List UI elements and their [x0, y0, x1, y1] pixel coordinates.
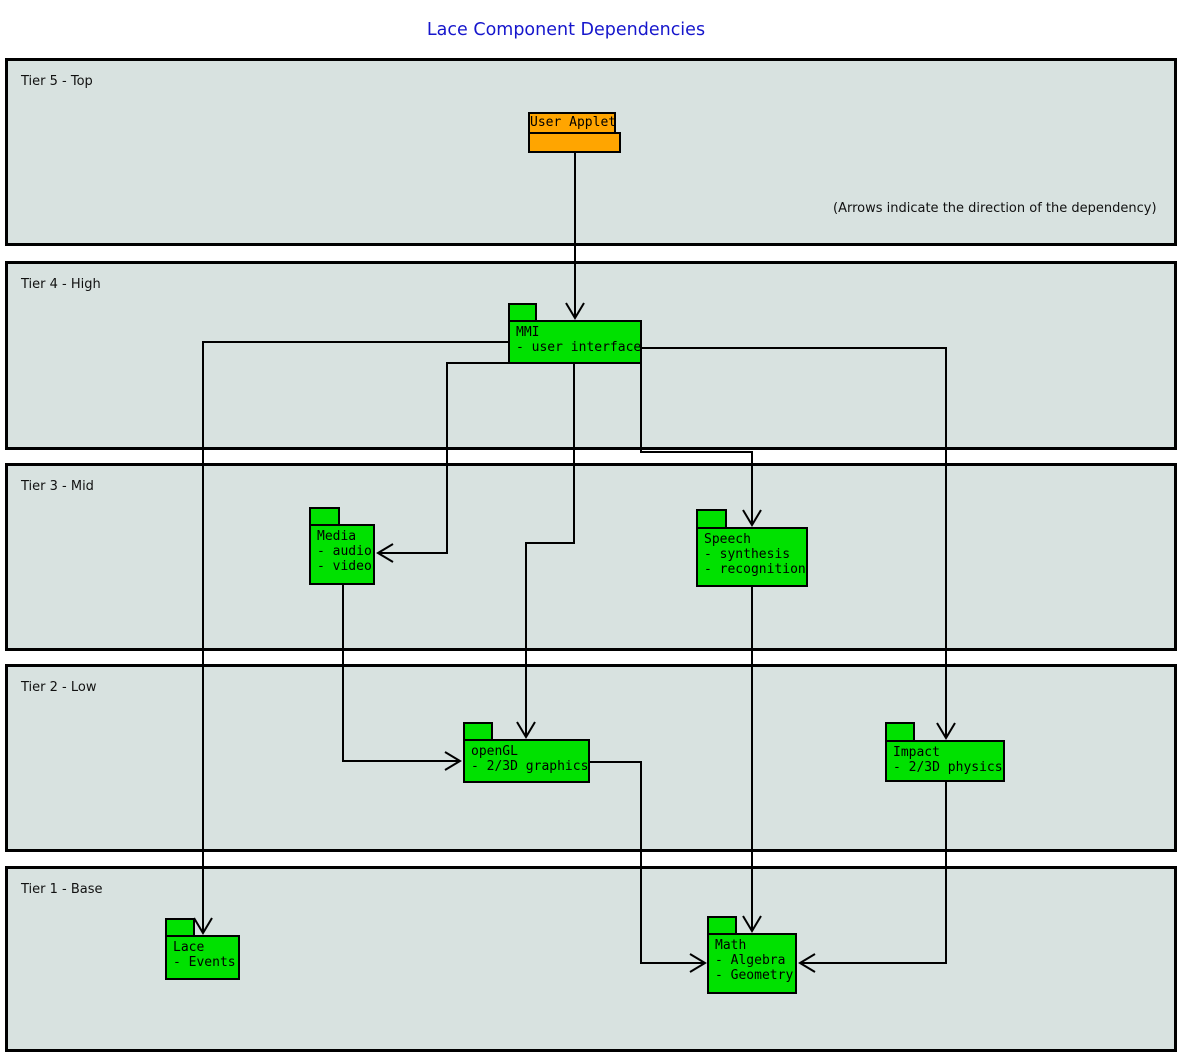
component-title: Media [317, 529, 357, 544]
component-media-tab [309, 507, 340, 524]
component-detail: - Algebra [715, 953, 786, 968]
annotation-note: (Arrows indicate the direction of the de… [833, 201, 1157, 216]
component-math-tab [707, 916, 737, 933]
component-title: Math [715, 938, 747, 953]
tier-label: Tier 1 - Base [21, 882, 103, 897]
component-title: MMI [516, 325, 540, 340]
tier-band-3-mid: Tier 3 - Mid [5, 463, 1177, 651]
component-math: Math - Algebra - Geometry [707, 933, 797, 994]
component-detail: - 2/3D graphics [471, 759, 589, 774]
component-detail: - user interface [516, 340, 642, 355]
component-opengl: openGL - 2/3D graphics [463, 739, 590, 783]
tier-label: Tier 4 - High [21, 277, 101, 292]
component-media: Media - audio - video [309, 524, 375, 585]
component-lace: Lace - Events [165, 935, 240, 980]
component-title: Speech [704, 532, 751, 547]
component-title: Impact [893, 745, 940, 760]
component-detail: - 2/3D physics [893, 760, 1003, 775]
component-title: Lace [173, 940, 205, 955]
component-detail: - Events [173, 955, 236, 970]
component-opengl-tab [463, 722, 493, 739]
component-lace-tab [165, 918, 195, 935]
component-mmi-tab [508, 303, 537, 320]
component-detail: - Geometry [715, 968, 794, 983]
component-detail: - audio [317, 544, 372, 559]
tier-label: Tier 5 - Top [21, 74, 93, 89]
component-user-applet-body [528, 132, 621, 153]
component-detail: - synthesis [704, 547, 791, 562]
component-speech-tab [696, 509, 727, 527]
component-mmi: MMI - user interface [508, 320, 642, 364]
component-detail: - recognition [704, 562, 806, 577]
component-detail: - video [317, 559, 372, 574]
component-impact: Impact - 2/3D physics [885, 740, 1005, 782]
diagram-title: Lace Component Dependencies [426, 20, 706, 40]
component-speech: Speech - synthesis - recognition [696, 527, 808, 587]
component-title: openGL [471, 744, 518, 759]
tier-band-4-high: Tier 4 - High [5, 261, 1177, 450]
component-user-applet: User Applet [528, 112, 616, 132]
tier-label: Tier 2 - Low [21, 680, 97, 695]
component-impact-tab [885, 722, 915, 740]
tier-label: Tier 3 - Mid [21, 479, 94, 494]
